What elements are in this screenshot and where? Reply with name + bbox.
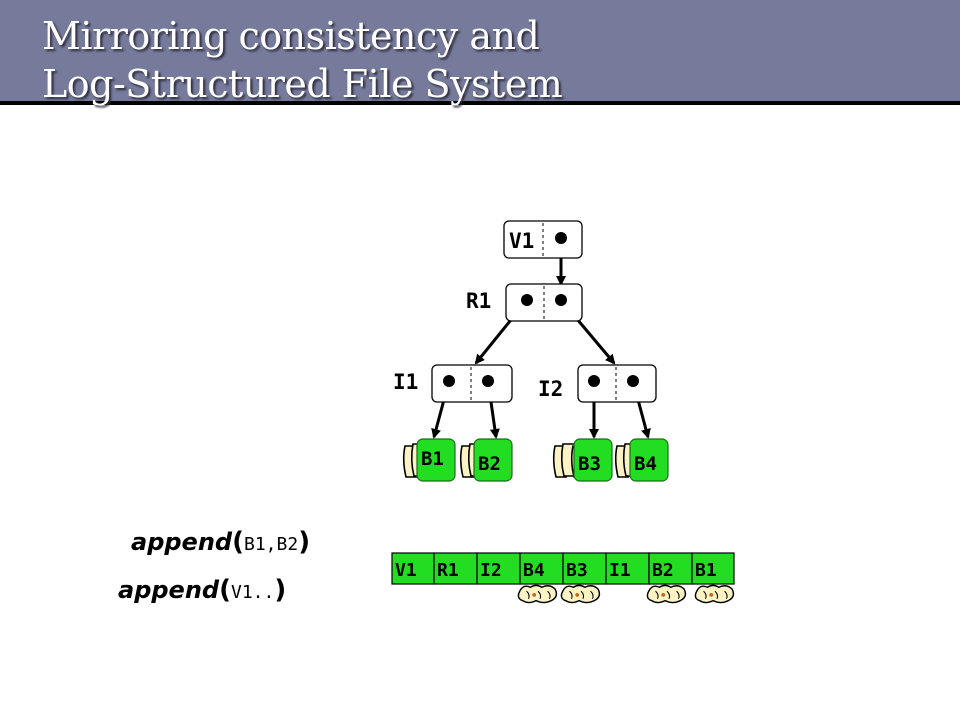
pointer-dot [443, 375, 455, 387]
document-pile-icon [694, 584, 735, 604]
node-label-v1: V1 [509, 229, 534, 253]
log-cell [605, 552, 650, 585]
data-block-b2: B2 [473, 438, 513, 482]
pointer-dot [555, 294, 567, 306]
pointer-dot [588, 375, 600, 387]
tree-node-r1: R1 [466, 283, 583, 322]
block-label-b4: B4 [634, 453, 657, 475]
pointer-dot [627, 375, 639, 387]
append-call-2: append(V1..) [118, 575, 286, 605]
log-cell-label: B3 [566, 560, 588, 581]
data-block-b3: B3 [573, 438, 613, 482]
tree-edges [431, 238, 651, 439]
node-label-i1: I1 [393, 370, 418, 394]
node-label-r1: R1 [466, 289, 491, 313]
log-cell-label: B4 [523, 560, 545, 581]
append-call-1: append(B1,B2) [131, 527, 310, 557]
log-segment: V1 R1 I2 B4 B3 I1 B2 B1 [391, 552, 735, 604]
node-box [503, 220, 583, 259]
block-box [629, 438, 669, 482]
log-cell-label: V1 [395, 560, 417, 581]
pointer-dot [482, 375, 494, 387]
append-open-paren: ( [219, 575, 231, 605]
data-blocks: B1 B2 B3 B4 [402, 438, 669, 482]
log-cell-label: R1 [437, 560, 459, 581]
title-rule [0, 101, 960, 105]
block-label-b3: B3 [578, 453, 601, 475]
append-args: V1.. [231, 582, 275, 603]
append-args: B1,B2 [244, 534, 299, 555]
log-cell [433, 552, 478, 585]
log-cell [691, 552, 735, 585]
pointer-dot [521, 294, 533, 306]
block-box [573, 438, 613, 482]
document-pile-icon [517, 584, 558, 604]
block-box [416, 438, 456, 482]
append-func: append [131, 528, 233, 556]
append-close-paren: ) [298, 527, 311, 557]
block-label-b2: B2 [478, 453, 501, 475]
log-cell [648, 552, 693, 585]
tree-node-v1: V1 [503, 220, 583, 259]
pointer-dot [555, 232, 567, 244]
slide-title-line-1: Mirroring consistency and [42, 14, 540, 58]
slide-title-line-2: Log-Structured File System [42, 62, 563, 106]
log-cell-label: I2 [480, 560, 502, 581]
node-box [431, 364, 513, 403]
document-pile-icon [646, 584, 687, 604]
node-box [505, 283, 583, 322]
log-cell [519, 552, 564, 585]
data-block-b4: B4 [629, 438, 669, 482]
tree-node-i2: I2 [538, 364, 657, 403]
tree-node-i1: I1 [393, 364, 513, 403]
log-cell-label: I1 [609, 560, 631, 581]
node-label-i2: I2 [538, 377, 563, 401]
log-cell-label: B1 [695, 560, 717, 581]
title-bar [0, 0, 960, 102]
document-pile-icon [560, 584, 601, 604]
node-box [577, 364, 657, 403]
block-label-b1: B1 [421, 448, 444, 470]
block-box [473, 438, 513, 482]
append-close-paren: ) [274, 575, 287, 605]
append-func: append [118, 576, 220, 604]
append-open-paren: ( [232, 527, 244, 557]
log-cell-label: B2 [652, 560, 674, 581]
data-block-b1: B1 [416, 438, 456, 482]
